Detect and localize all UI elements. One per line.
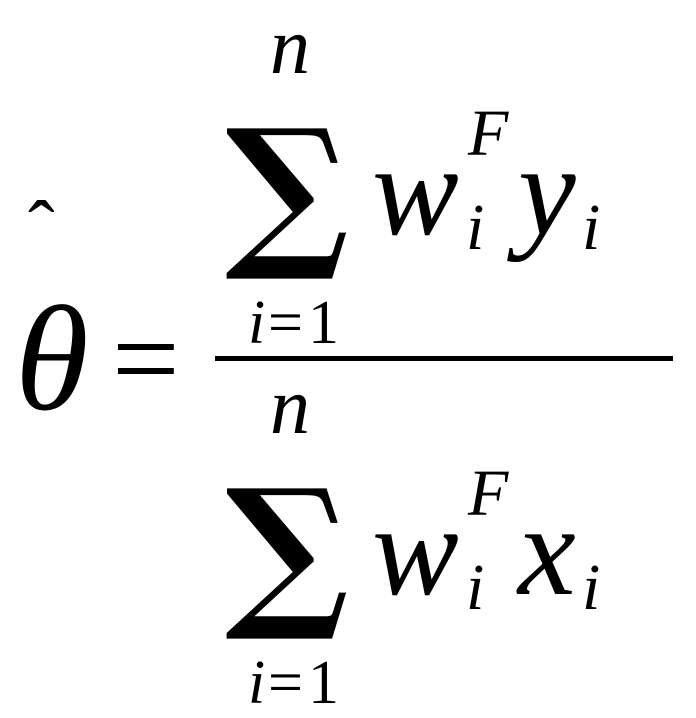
weight-w: w bbox=[372, 119, 459, 263]
hat-accent: ˆ bbox=[28, 186, 55, 274]
variable-sub: i bbox=[582, 191, 600, 264]
sum-lower-var: i bbox=[248, 289, 265, 357]
sum-symbol: ∑ bbox=[225, 452, 349, 646]
fraction-bar bbox=[215, 356, 673, 361]
weight-sub: i bbox=[466, 191, 484, 264]
weight-sub: i bbox=[466, 551, 484, 624]
weight-w: w bbox=[372, 479, 459, 623]
numerator: n ∑ i = 1 w F i y i bbox=[225, 3, 600, 357]
sum-lower-eq: = bbox=[268, 289, 303, 357]
sum-lower-var: i bbox=[248, 649, 265, 717]
variable-sub: i bbox=[582, 551, 600, 624]
sum-lower-val: 1 bbox=[308, 289, 339, 357]
sum-lower-val: 1 bbox=[308, 649, 339, 717]
theta-symbol: θ bbox=[15, 276, 89, 442]
sum-upper-limit: n bbox=[270, 363, 310, 451]
denominator: n ∑ i = 1 w F i x i bbox=[225, 363, 600, 717]
weight-sup: F bbox=[467, 97, 509, 170]
variable-x: x bbox=[516, 479, 576, 623]
sum-lower-eq: = bbox=[268, 649, 303, 717]
variable-y: y bbox=[507, 119, 576, 263]
weight-sup: F bbox=[467, 457, 509, 530]
sum-symbol: ∑ bbox=[225, 92, 349, 286]
equals-sign: = bbox=[112, 292, 180, 425]
sum-upper-limit: n bbox=[270, 3, 310, 91]
